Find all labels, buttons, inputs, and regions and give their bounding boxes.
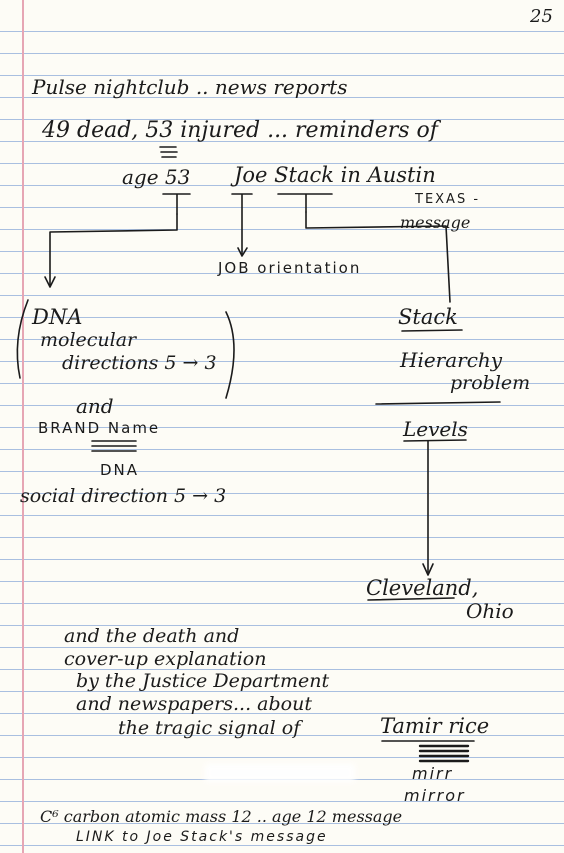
note-line: by the Justice Department [76,670,330,692]
arrow-head [44,276,56,288]
bracket-name [231,193,253,255]
divider [375,401,501,405]
note-line: social direction 5 → 3 [20,485,227,507]
margin-line [22,0,24,853]
arrow-head [422,563,434,576]
note-line: Hierarchy [400,348,503,372]
note-line: Joe Stack in Austin [234,163,436,187]
emphasis-marks [159,146,178,158]
note-line: age 53 [122,165,191,189]
page-number: 25 [530,6,553,27]
note-line: the tragic signal of [118,717,301,739]
note-line: and newspapers... about [76,693,312,715]
emphasis-marks [418,744,470,763]
arrow-head [237,247,248,257]
underline [401,329,463,332]
note-line: Cleveland, [366,576,479,600]
note-line: JOB orientation [218,259,362,277]
emphasis-marks [91,440,137,452]
note-line: TEXAS - [415,192,481,207]
note-line: mirror [404,786,466,805]
note-line: Pulse nightclub .. news reports [32,75,348,99]
underline [403,439,467,442]
note-line: and the death and [64,625,240,647]
note-line: LINK to Joe Stack's message [76,829,328,845]
note-line: C⁶ carbon atomic mass 12 .. age 12 messa… [40,807,403,826]
note-line: and [76,394,114,418]
note-line: Ohio [466,599,514,623]
note-line: 49 dead, 53 injured ... reminders of [42,118,438,143]
note-line: DNA [32,305,83,329]
note-line: molecular [40,329,137,351]
note-line: Tamir rice [380,714,490,738]
note-line: directions 5 → 3 [62,352,217,374]
smudge [205,764,355,782]
paren-right [225,311,235,399]
underline [367,597,455,601]
note-line: BRAND Name [38,419,161,437]
bracket-age [162,193,191,215]
note-line: Stack [398,305,458,329]
note-line: mirr [412,764,454,783]
connector-line [305,211,451,303]
note-line: problem [450,372,531,394]
bracket-stack [277,193,333,213]
note-line: cover-up explanation [64,648,267,670]
connector-line [49,213,178,286]
note-line: Levels [403,417,468,441]
paren-left [16,299,29,379]
note-line: DNA [100,461,140,479]
